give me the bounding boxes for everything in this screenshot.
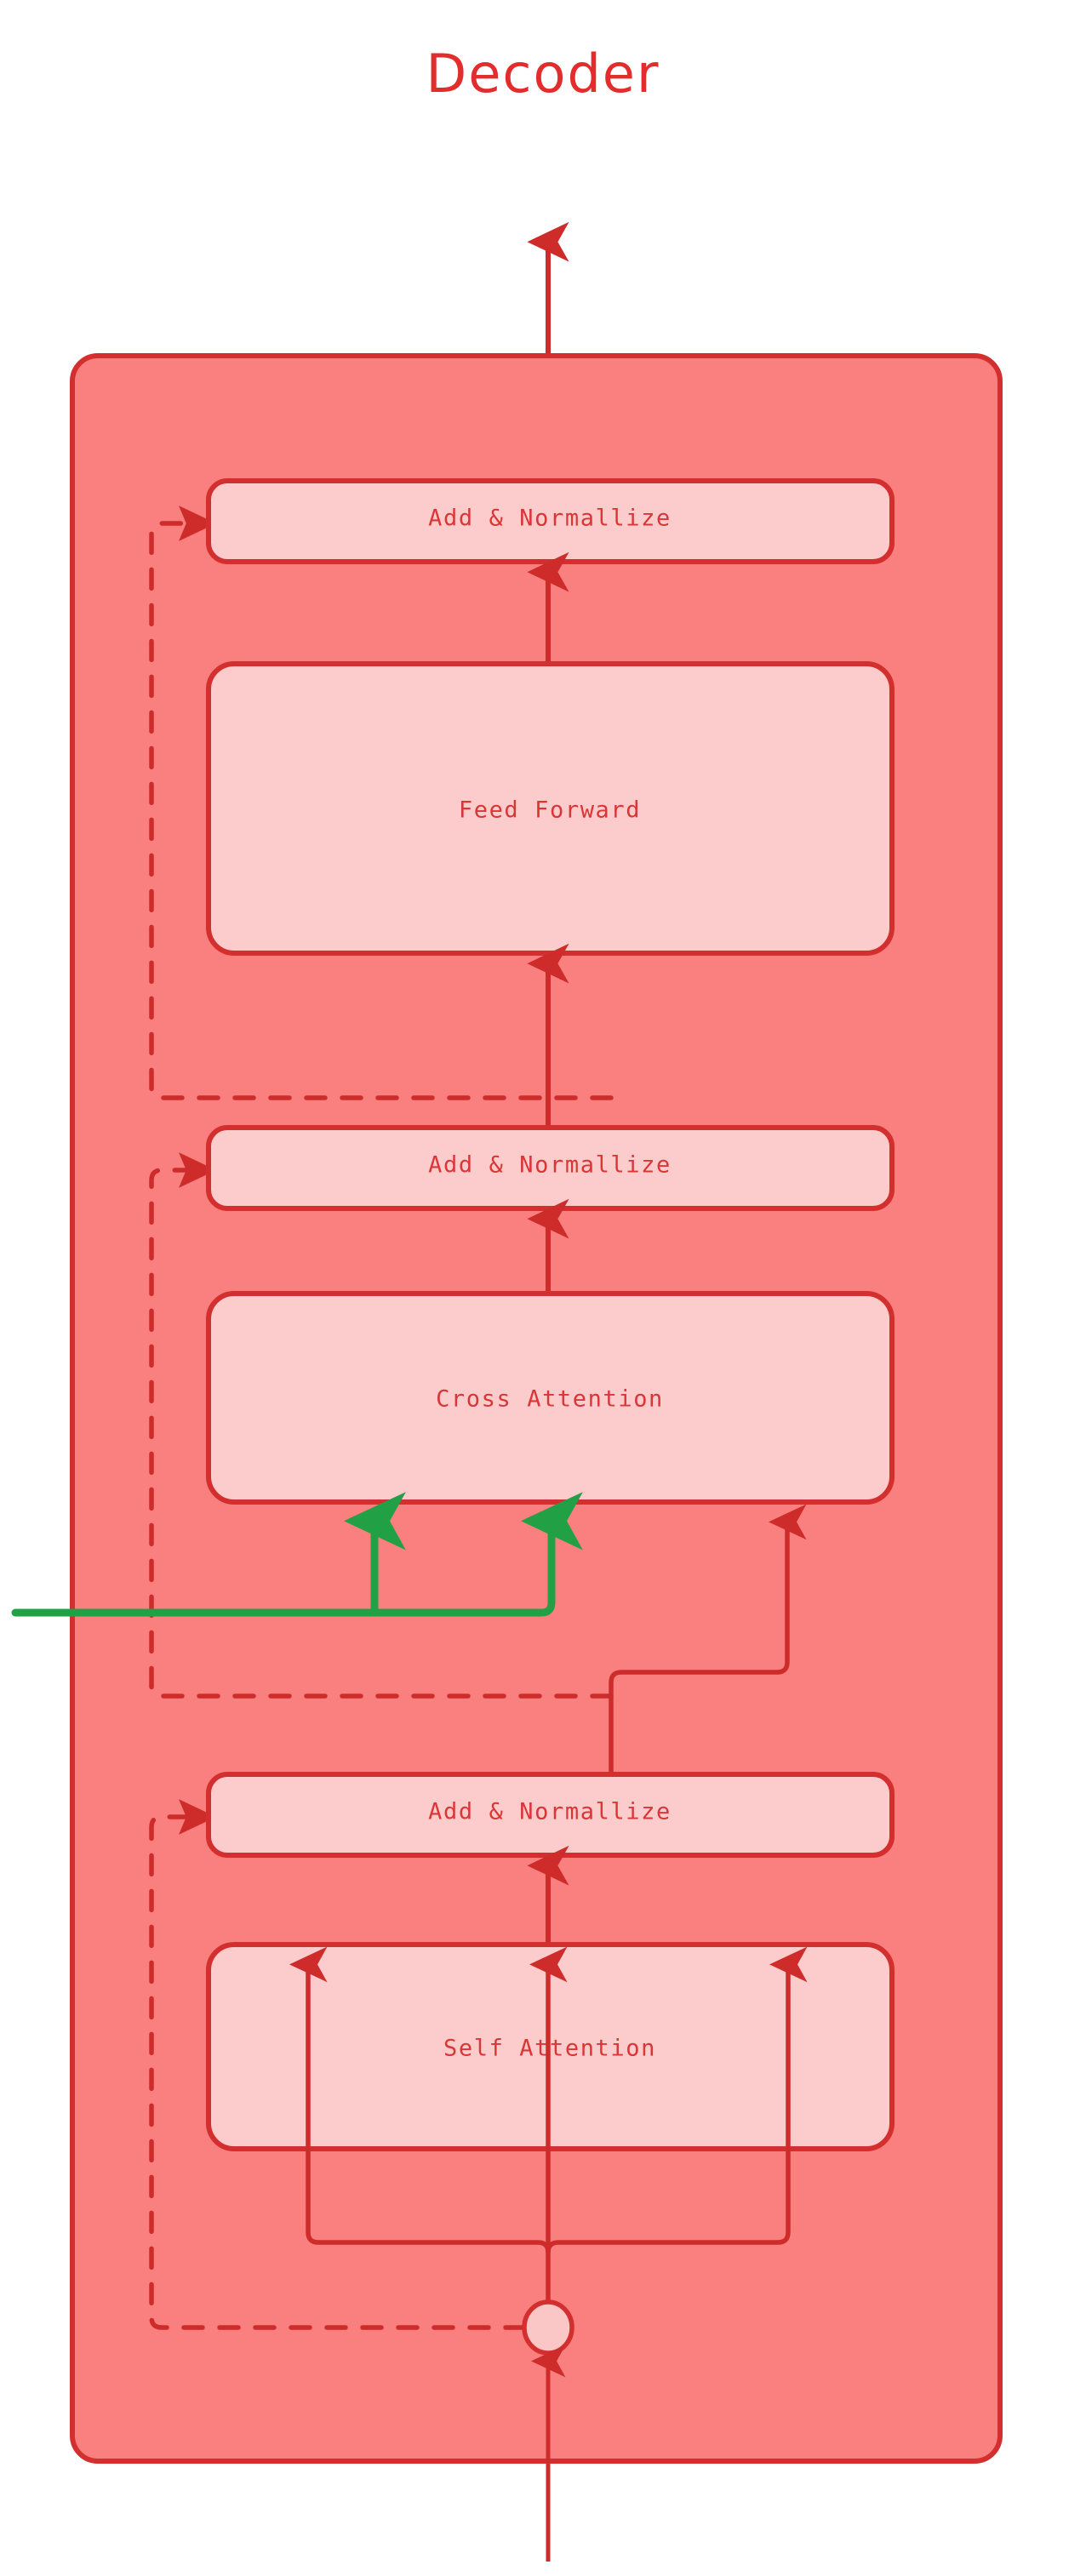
cross-attention-label: Cross Attention: [436, 1386, 664, 1413]
value-arrow-to-cross-attention: [521, 1492, 583, 1617]
node-cross-attention[interactable]: Cross Attention: [206, 1291, 895, 1505]
add-norm-top-label: Add & Normallize: [428, 505, 672, 532]
query-arrow-to-cross-attention: [609, 1504, 807, 1774]
residual-connection-middle: [149, 1152, 614, 1699]
input-split-node[interactable]: [522, 2299, 574, 2356]
feed-forward-label: Feed Forward: [459, 797, 641, 824]
value-arrow-to-self-attention: [546, 1946, 808, 2253]
add-norm-middle-label: Add & Normallize: [428, 1152, 672, 1179]
page-title: Decoder: [426, 43, 660, 105]
add-norm-bottom-label: Add & Normallize: [428, 1799, 672, 1825]
residual-connection-bottom: [149, 1799, 527, 2330]
node-add-norm-middle[interactable]: Add & Normallize: [206, 1125, 895, 1211]
node-add-norm-bottom[interactable]: Add & Normallize: [206, 1772, 895, 1858]
node-add-norm-top[interactable]: Add & Normallize: [206, 478, 895, 564]
node-feed-forward[interactable]: Feed Forward: [206, 661, 895, 956]
